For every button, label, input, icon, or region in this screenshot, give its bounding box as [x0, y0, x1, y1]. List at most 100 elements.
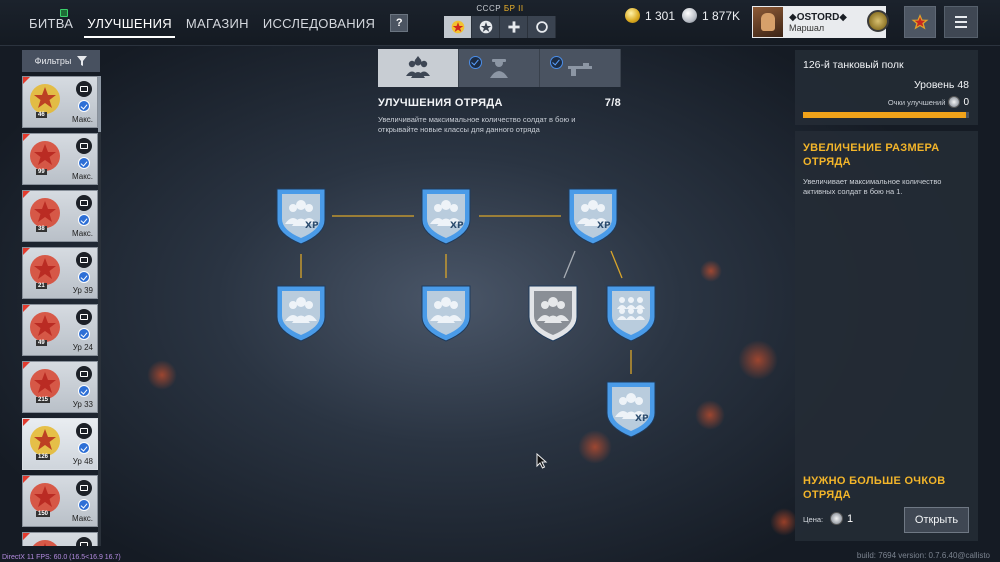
regiment-emblem-icon [30, 141, 60, 171]
unit-card[interactable] [22, 532, 98, 546]
filter-button[interactable]: Фильтры [22, 50, 100, 72]
unit-list-scroll-thumb[interactable] [98, 76, 101, 132]
japan-circle-icon [535, 21, 548, 33]
open-upgrade-button[interactable]: Открыть [904, 507, 969, 533]
svg-text:XP: XP [305, 221, 319, 231]
check-icon [78, 100, 90, 112]
tab-squad-upgrades[interactable] [378, 49, 459, 87]
svg-text:XP: XP [450, 221, 464, 231]
help-button[interactable]: ? [390, 14, 409, 32]
check-icon [469, 56, 482, 69]
new-marker-icon [23, 419, 30, 426]
tab-research-label: ИССЛЕДОВАНИЯ [262, 15, 376, 31]
flag-ussr[interactable] [444, 16, 472, 38]
upgrade-node-n6[interactable] [527, 283, 579, 343]
unit-type-icon [76, 537, 92, 546]
points-value: 0 [963, 96, 969, 108]
check-icon [78, 157, 90, 169]
missions-button[interactable] [904, 6, 936, 38]
regiment-level: Уровень 48 [913, 79, 969, 91]
svg-text:XP: XP [597, 221, 611, 231]
section-count: 7/8 [604, 97, 621, 109]
unit-number: 99 [36, 169, 47, 175]
tab-research[interactable]: ИССЛЕДОВАНИЯ [256, 0, 382, 46]
upgrade-node-n1[interactable]: XP [275, 186, 327, 246]
new-marker-icon [23, 191, 30, 198]
new-marker-icon [23, 305, 30, 312]
ussr-star-icon [451, 20, 464, 34]
upgrade-node-n8[interactable]: XP [605, 379, 657, 439]
price-value: 1 [847, 513, 854, 525]
tab-weapon-upgrades[interactable] [540, 49, 621, 87]
tab-upgrades-label: УЛУЧШЕНИЯ [87, 15, 172, 31]
hamburger-icon [955, 16, 967, 18]
upgrade-detail-panel: УВЕЛИЧЕНИЕ РАЗМЕРА ОТРЯДА Увеличивает ма… [795, 131, 978, 541]
rank-medal-icon[interactable] [867, 10, 889, 32]
unit-type-icon [76, 480, 92, 496]
silver-balance[interactable]: 1 877K [682, 8, 740, 23]
squad-xp-shield-icon: XP [276, 188, 326, 245]
top-bar: БИТВА УЛУЧШЕНИЯ МАГАЗИН ИССЛЕДОВАНИЯ ? С… [0, 0, 1000, 46]
regiment-name: 126-й танковый полк [803, 59, 904, 71]
squad-icon [406, 56, 430, 78]
regiment-emblem-icon [30, 369, 60, 399]
flag-japan[interactable] [528, 16, 556, 38]
upgrade-node-n5[interactable] [420, 283, 472, 343]
main-menu-button[interactable] [944, 6, 978, 38]
unit-type-icon [76, 81, 92, 97]
level-progress-bar [803, 112, 969, 118]
soldier-icon [490, 59, 508, 78]
tab-upgrades[interactable]: УЛУЧШЕНИЯ [80, 0, 179, 46]
upgrade-description: Увеличивает максимальное количество акти… [803, 177, 942, 196]
flag-germany[interactable] [500, 16, 528, 38]
tab-soldier-upgrades[interactable] [459, 49, 540, 87]
gold-balance[interactable]: 1 301 [625, 8, 675, 23]
price-label: Цена: [803, 515, 824, 524]
build-version: build: 7694 version: 0.7.6.40@callisto [856, 551, 990, 560]
unit-type-icon [76, 252, 92, 268]
flag-usa[interactable] [472, 16, 500, 38]
squad-shield-icon [528, 285, 578, 342]
new-marker-icon [23, 533, 30, 540]
upgrade-node-n4[interactable] [275, 283, 327, 343]
unit-list-scrollbar[interactable] [98, 76, 101, 546]
nation-selector: СССР БР II [444, 4, 556, 38]
section-title: УЛУЧШЕНИЯ ОТРЯДА [378, 97, 503, 109]
tab-shop[interactable]: МАГАЗИН [179, 0, 256, 46]
bokeh-light [147, 360, 177, 390]
unit-number: 150 [36, 511, 51, 517]
squad-shield-icon [421, 285, 471, 342]
upgrade-node-n2[interactable]: XP [420, 186, 472, 246]
squad-xp-shield-icon: XP [606, 381, 656, 438]
regiment-emblem-icon [30, 255, 60, 285]
bokeh-light [738, 340, 778, 380]
profile-name: ◆OSTORD◆ [789, 11, 847, 23]
bokeh-light [770, 508, 798, 536]
svg-text:XP: XP [635, 414, 649, 424]
upgrade-node-n3[interactable]: XP [567, 186, 619, 246]
new-marker-icon [23, 248, 30, 255]
check-icon [78, 385, 90, 397]
iron-cross-icon [507, 21, 520, 33]
check-icon [78, 271, 90, 283]
regiment-emblem-icon [30, 198, 60, 228]
unit-type-icon [76, 309, 92, 325]
tree-link [610, 250, 623, 279]
tab-battle[interactable]: БИТВА [22, 0, 80, 46]
weapon-icon [568, 63, 592, 76]
nation-flags [444, 16, 556, 38]
section-header: УЛУЧШЕНИЯ ОТРЯДА 7/8 [378, 97, 621, 109]
new-marker-icon [23, 476, 30, 483]
profile-card[interactable]: ◆OSTORD◆ Маршал [752, 6, 886, 38]
upgrade-tabs [378, 49, 621, 87]
upgrade-node-n7[interactable] [605, 283, 657, 343]
need-more-points-warning: НУЖНО БОЛЬШЕ ОЧКОВ ОТРЯДА [803, 475, 946, 501]
